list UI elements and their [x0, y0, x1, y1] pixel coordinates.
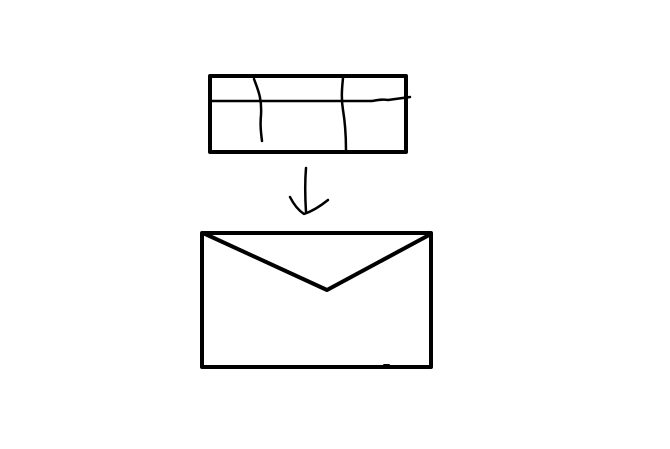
envelope-flap: [201, 231, 433, 292]
table-column-divider-left: [252, 77, 264, 143]
envelope-icon: [200, 231, 433, 369]
envelope-outline: [200, 231, 433, 369]
table-outline: [208, 74, 408, 154]
arrow-head: [288, 195, 330, 216]
arrow-shaft: [304, 166, 308, 214]
table-row-divider: [210, 95, 412, 103]
table-icon: [208, 74, 412, 154]
table-column-divider-right: [340, 76, 348, 152]
down-arrow-icon: [288, 166, 330, 216]
